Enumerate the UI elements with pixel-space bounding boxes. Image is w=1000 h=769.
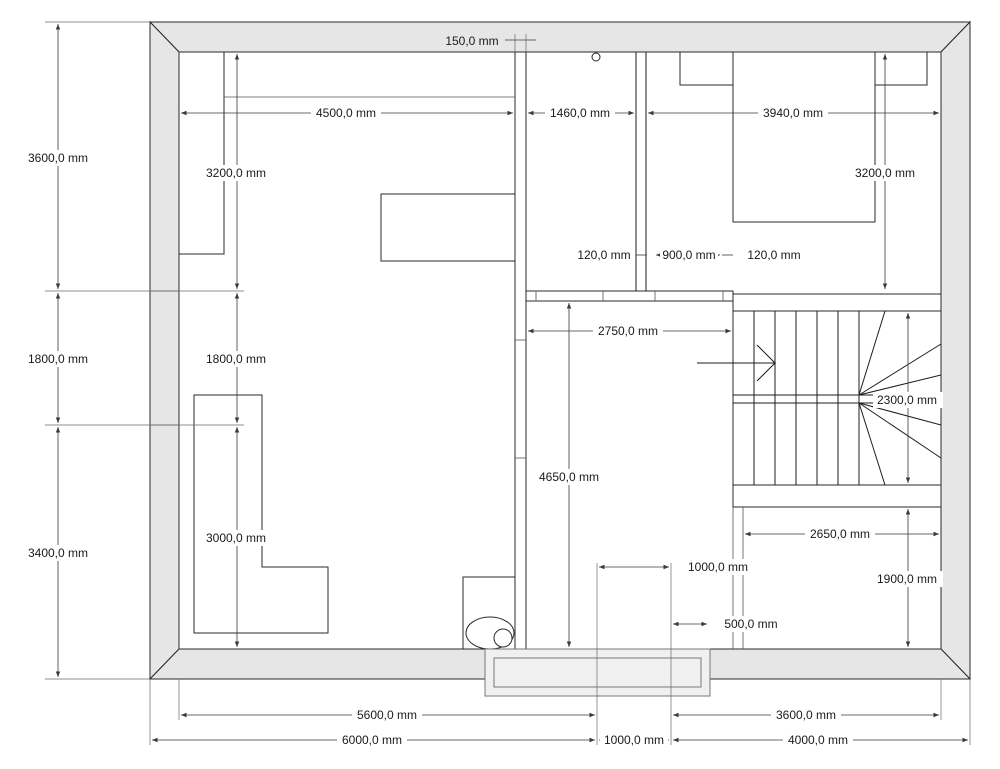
stair-winder <box>858 374 942 396</box>
dim-label-120-a: 120,0 mm <box>577 248 630 262</box>
dim-label-inner-3200: 3200,0 mm <box>206 166 266 180</box>
stair-winder <box>858 402 942 459</box>
dim-label-1000-bottom: 1000,0 mm <box>604 733 664 747</box>
entrance-mat <box>493 657 702 688</box>
dim-label-900: 900,0 mm <box>662 248 715 262</box>
nightstand-left <box>679 51 734 86</box>
extension-lines <box>45 21 971 745</box>
dim-label-4650: 4650,0 mm <box>539 470 599 484</box>
dim-label-left-3400: 3400,0 mm <box>28 546 88 560</box>
stair-winder <box>858 310 886 396</box>
partition-wall-vertical <box>514 51 527 650</box>
dim-label-4000: 4000,0 mm <box>788 733 848 747</box>
wall-top <box>148 21 972 53</box>
dim-label-inner-1800: 1800,0 mm <box>206 352 266 366</box>
l-shaped-sofa <box>193 394 329 634</box>
furniture <box>178 51 928 650</box>
dim-label-2750: 2750,0 mm <box>598 324 658 338</box>
wall-left <box>149 20 180 681</box>
dim-label-inner-3000: 3000,0 mm <box>206 531 266 545</box>
dim-label-5600: 5600,0 mm <box>357 708 417 722</box>
dim-label-left-3600: 3600,0 mm <box>28 151 88 165</box>
dim-label-4500: 4500,0 mm <box>316 106 376 120</box>
dim-label-1000-entry: 1000,0 mm <box>688 560 748 574</box>
stair-winder <box>858 402 886 486</box>
dim-label-3600-bottom: 3600,0 mm <box>776 708 836 722</box>
dim-label-150: 150,0 mm <box>445 34 498 48</box>
stair-upper-wall <box>732 293 942 312</box>
dim-label-2650: 2650,0 mm <box>810 527 870 541</box>
interior-walls <box>514 51 942 650</box>
dim-label-3940: 3940,0 mm <box>763 106 823 120</box>
dim-label-500: 500,0 mm <box>724 617 777 631</box>
dimension-labels: 3600,0 mm 1800,0 mm 3400,0 mm 3200,0 mm … <box>22 34 943 748</box>
dim-label-120-b: 120,0 mm <box>747 248 800 262</box>
dim-label-right-3200: 3200,0 mm <box>855 166 915 180</box>
fixture-point <box>591 52 601 62</box>
bed <box>732 51 876 223</box>
wardrobe <box>178 51 225 255</box>
dim-label-left-1800: 1800,0 mm <box>28 352 88 366</box>
stair-direction-arrow <box>756 362 776 382</box>
outer-walls <box>148 20 972 681</box>
wall-right <box>940 20 971 681</box>
nightstand-right <box>874 51 928 86</box>
stair-winder <box>858 402 942 426</box>
partition-wall-horizontal <box>525 290 734 302</box>
stair-lower-wall <box>732 484 942 508</box>
stair-winder <box>858 343 942 396</box>
dim-label-1900: 1900,0 mm <box>877 572 937 586</box>
toilet-seat <box>493 628 513 648</box>
desk <box>380 193 516 262</box>
dim-label-1460: 1460,0 mm <box>550 106 610 120</box>
dim-label-2300: 2300,0 mm <box>877 393 937 407</box>
dim-label-6000: 6000,0 mm <box>342 733 402 747</box>
